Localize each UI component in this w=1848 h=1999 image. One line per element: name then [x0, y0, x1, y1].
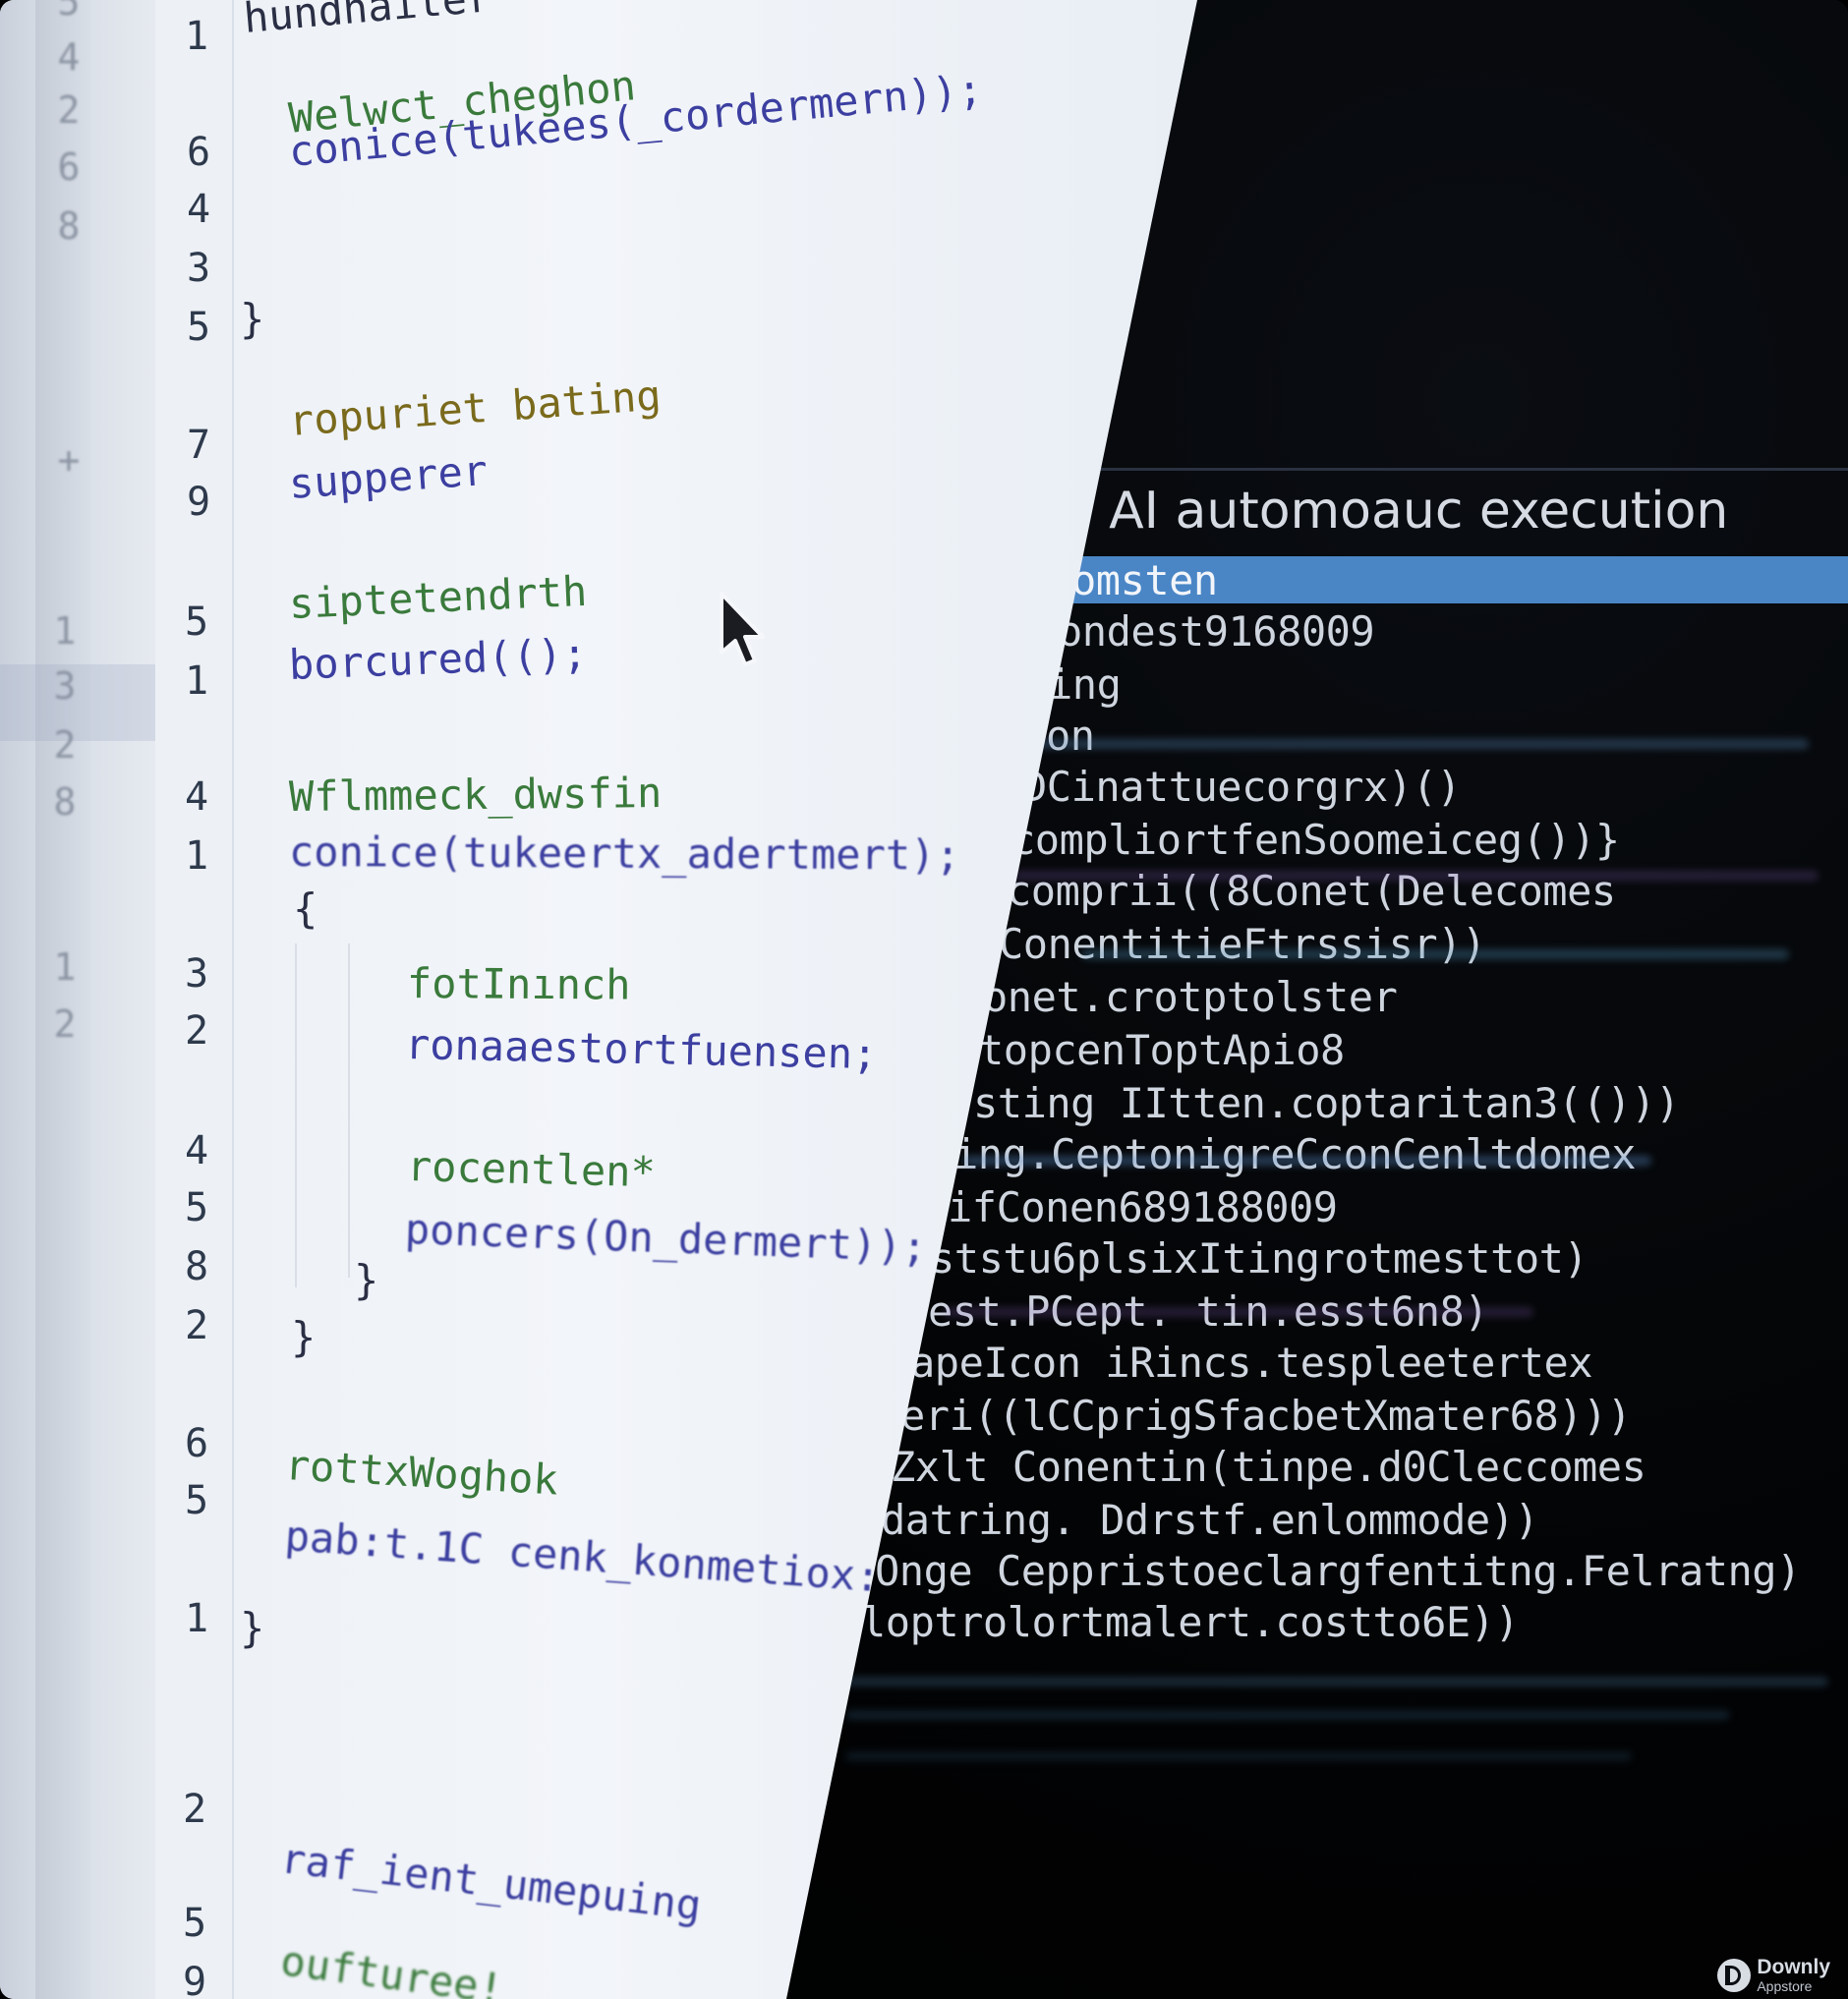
line-number: 4 — [184, 774, 209, 820]
outer-gutter-number: 3 — [53, 664, 77, 708]
code-line[interactable]: { — [293, 885, 318, 933]
code-line[interactable]: rottxWoghok — [283, 1441, 560, 1505]
code-line[interactable]: pab:t.1C cenk_konmetiox: — [283, 1512, 883, 1602]
code-line[interactable]: fotInınch — [406, 959, 631, 1009]
line-number: 8 — [184, 1244, 209, 1289]
terminal-selection-highlight — [983, 556, 1848, 603]
line-number: 1 — [184, 658, 209, 704]
line-number: 9 — [182, 1960, 207, 1999]
scan-streak — [845, 1677, 1828, 1686]
terminal-line: topcenToptApio8 — [979, 1026, 1345, 1074]
watermark: Downly Appstore — [1717, 1957, 1830, 1993]
outer-gutter-number: 4 — [57, 35, 81, 79]
line-number: 7 — [186, 423, 211, 468]
terminal-line: on — [1046, 712, 1095, 760]
line-number-gutter: 1 6 4 3 5 7 9 5 1 4 1 3 2 4 5 8 2 6 5 1 2 5 9 — [155, 0, 234, 1999]
code-line[interactable]: poncers(On_dermert)); — [404, 1205, 928, 1272]
code-line[interactable]: siptetendrth — [287, 566, 589, 628]
line-number: 6 — [184, 1421, 209, 1466]
watermark-name: Downly — [1757, 1956, 1830, 1978]
scan-streak — [963, 1156, 1651, 1166]
outer-gutter: 5 4 2 6 8 +1 3 2 8 1 2 — [0, 0, 155, 1999]
outer-gutter-number: 2 — [53, 723, 77, 767]
watermark-sub: Appstore — [1757, 1978, 1813, 1994]
line-number: 2 — [184, 1303, 209, 1348]
outer-gutter-number: 2 — [53, 1002, 77, 1046]
code-line[interactable]: hundhaiter — [241, 0, 494, 42]
outer-gutter-number: 5 — [57, 0, 81, 24]
scan-streak — [1081, 949, 1789, 959]
terminal-line-selected: omsten — [1071, 556, 1218, 604]
scan-streak — [944, 1307, 1533, 1317]
code-line[interactable]: borcured((); — [288, 629, 589, 689]
line-number: 5 — [184, 1185, 209, 1230]
terminal-line: ststu6plsixItingrotmesttot) — [930, 1234, 1588, 1283]
outer-gutter-number: 1 — [53, 609, 77, 653]
code-line[interactable]: } — [240, 295, 265, 343]
line-number: 1 — [184, 1596, 209, 1641]
terminal-divider — [1062, 468, 1848, 471]
terminal-line: compliortfenSoomeiceg())} — [1011, 816, 1620, 864]
indent-guide — [295, 943, 297, 1287]
line-number: 1 — [184, 833, 209, 879]
line-number: 5 — [184, 1478, 209, 1523]
terminal-line: onet.crotptolster — [983, 973, 1398, 1021]
terminal-line: DCinattuecorgrx)() — [1022, 763, 1462, 811]
scan-streak — [845, 1751, 1632, 1761]
code-line[interactable]: ropuriet bating — [287, 371, 664, 445]
scan-streak — [845, 1710, 1730, 1720]
scan-streak — [1012, 871, 1819, 881]
line-number: 4 — [184, 1128, 209, 1173]
terminal-line: comprii((8Conet(Delecomes — [1007, 867, 1616, 915]
line-number: 5 — [186, 305, 211, 350]
code-line[interactable]: rocentlen* — [406, 1142, 657, 1197]
code-line[interactable]: } — [354, 1256, 379, 1304]
code-line[interactable]: } — [291, 1313, 317, 1361]
outer-gutter-number: 6 — [57, 145, 81, 189]
terminal-line: est.PCept. tin.esst6n8) — [928, 1287, 1489, 1336]
line-number: 1 — [184, 14, 209, 59]
outer-gutter-number: 2 — [57, 88, 81, 132]
terminal-line: loptrolortmalert.costto6E)) — [861, 1598, 1520, 1646]
code-line[interactable]: } — [240, 1604, 265, 1652]
terminal-line: ing — [1048, 660, 1122, 709]
code-line[interactable]: conice(tukees(_cordermern)); — [286, 64, 985, 176]
line-number: 9 — [186, 480, 211, 525]
terminal-line: Onge Ceppristoeclargfentitng.Felratng) — [875, 1547, 1801, 1595]
line-number: 4 — [186, 187, 211, 232]
line-number: 2 — [182, 1787, 207, 1832]
line-number: 6 — [186, 130, 211, 175]
downly-logo-icon — [1717, 1958, 1752, 1992]
code-line[interactable]: Wflmmeck_dwsfin — [288, 769, 663, 821]
code-line[interactable]: ronaaestortfuensen; — [404, 1020, 878, 1079]
indent-guide — [348, 943, 350, 1278]
code-line[interactable]: oufturee! — [277, 1936, 506, 1999]
terminal-line: apeIcon iRincs.tespleetertex — [910, 1339, 1593, 1387]
code-line[interactable]: raf_ient_umepuing — [278, 1834, 704, 1930]
terminal-line: eri((lCCprigSfacbetXmater68))) — [900, 1392, 1632, 1440]
terminal-line: ing.CeptonigreCconCenltdomex — [953, 1130, 1637, 1178]
code-line[interactable]: conice(tukeertx_adertmert); — [288, 828, 960, 880]
terminal-line: ifConen689188009 — [948, 1183, 1338, 1231]
line-number: 5 — [182, 1901, 207, 1946]
code-line[interactable]: supperer — [287, 445, 490, 508]
line-number: 5 — [184, 600, 209, 645]
line-number: 3 — [186, 246, 211, 291]
line-number: 2 — [184, 1008, 209, 1054]
outer-gutter-number: 1 — [53, 945, 77, 989]
scan-streak — [1022, 739, 1809, 749]
terminal-line: Zxlt Conentin(tinpe.d0Cleccomes — [891, 1443, 1646, 1491]
terminal-line: sting IItten.coptaritan3(())) — [973, 1079, 1680, 1127]
outer-gutter-number: 8 — [53, 780, 77, 824]
terminal-title: : AI automoauc execution — [1075, 482, 1729, 541]
outer-gutter-number: 8 — [57, 204, 81, 248]
terminal-line: ondest9168009 — [1058, 607, 1375, 656]
line-number: 3 — [184, 951, 209, 997]
outer-gutter-number: + — [57, 438, 81, 482]
mouse-pointer-icon — [720, 592, 765, 666]
terminal-line: datring. Ddrstf.enlommode)) — [881, 1496, 1539, 1544]
terminal-line: ConentitieFtrssisr)) — [999, 920, 1486, 968]
